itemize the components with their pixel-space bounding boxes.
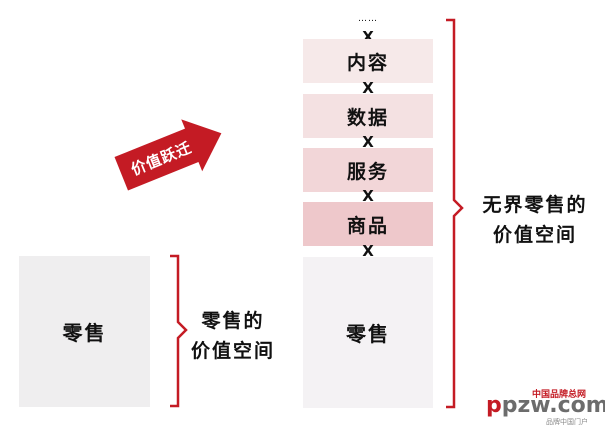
stack-retail-box: 零售: [303, 257, 433, 408]
retail-box-label: 零售: [62, 321, 107, 345]
multiply-sign: X: [362, 133, 374, 151]
watermark-p1: p: [486, 393, 502, 418]
level-data: 数据: [303, 94, 433, 138]
level-goods: 商品: [303, 202, 433, 246]
multiply-sign: X: [362, 187, 374, 205]
level-goods-label: 商品: [346, 214, 389, 237]
retail-value-space-line1: 零售的: [201, 310, 265, 332]
retail-value-space-line2: 价值空间: [190, 340, 275, 362]
retail-value-space-label: 零售的 价值空间: [183, 306, 283, 366]
multiply-sign: X: [362, 242, 374, 260]
retail-box: 零售: [19, 256, 150, 407]
watermark-sub-text: 品牌中国门户: [546, 418, 588, 426]
boundless-retail-value-space-label: 无界零售的 价值空间: [473, 190, 597, 250]
multiply-sign: X: [362, 28, 374, 46]
level-content: 内容: [303, 39, 433, 83]
boundless-value-space-line1: 无界零售的: [482, 194, 588, 216]
stack-retail-label: 零售: [346, 322, 390, 346]
level-data-label: 数据: [346, 106, 389, 129]
watermark-logo: 中国品牌总网 ppzw.com 品牌中国门户: [486, 387, 605, 427]
watermark-p2: p: [501, 393, 518, 418]
boundless-value-space-line2: 价值空间: [492, 224, 577, 246]
level-service-label: 服务: [346, 160, 389, 183]
ellipsis: ……: [358, 14, 378, 24]
watermark-rest: zw.com: [517, 393, 605, 418]
level-content-label: 内容: [346, 51, 389, 74]
multiply-sign: X: [362, 79, 374, 97]
watermark-top-text: 中国品牌总网: [532, 390, 587, 400]
left-bracket: [170, 254, 188, 408]
watermark-wordmark: ppzw.com: [486, 393, 605, 418]
right-bracket: [446, 18, 464, 409]
level-service: 服务: [303, 148, 433, 192]
